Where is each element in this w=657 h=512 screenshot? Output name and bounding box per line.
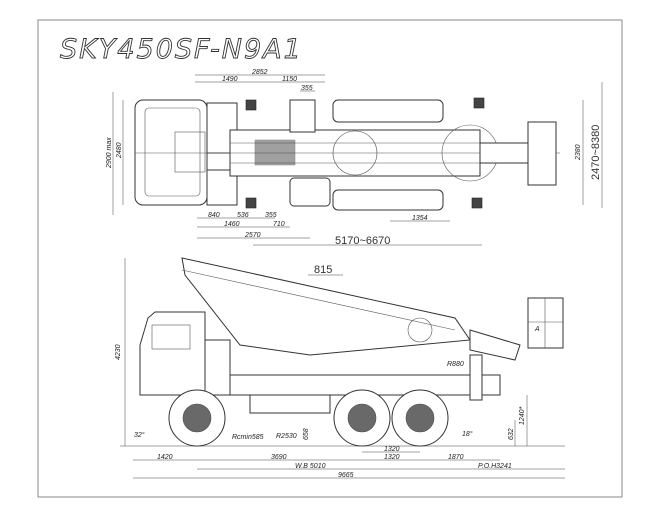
dim-outrigger-span: 5170~6670 [335, 235, 390, 247]
dim-1320: 1320 [384, 454, 400, 461]
dim-1490: 1490 [222, 76, 238, 83]
dim-3690: 3690 [271, 454, 287, 461]
dim-815: 815 [314, 264, 332, 276]
platform-top [527, 121, 557, 186]
dim-2852: 2852 [251, 69, 268, 76]
dim-angle-18: 18° [462, 430, 473, 438]
dim-r880: R880 [447, 361, 464, 368]
dim-wheelbase: W.B 5010 [295, 463, 326, 470]
dim-840: 840 [208, 212, 220, 219]
dim-658: 658 [303, 428, 310, 440]
dim-rcmin585: Rcmin585 [232, 434, 264, 441]
dim-1870: 1870 [448, 454, 464, 461]
dim-1420: 1420 [157, 454, 173, 461]
work-platform [527, 297, 564, 349]
dim-1320-upper: 1320 [384, 446, 400, 453]
dim-2480: 2480 [116, 142, 123, 159]
side-view: 815 4230 R880 32° Rcmin585 R2530 658 632… [115, 257, 565, 479]
dim-r2530: R2530 [276, 433, 297, 440]
top-view: 2852 1490 1150 355 2900 max 2480 840 536… [106, 69, 603, 247]
tank-top [332, 99, 444, 123]
dim-355-top: 355 [301, 85, 313, 92]
wheels [168, 389, 449, 447]
dim-536: 536 [237, 212, 249, 219]
dim-angle-32: 32° [134, 431, 145, 439]
outrigger-pad [245, 99, 257, 111]
outrigger-pad [471, 197, 483, 209]
dim-355-bottom: 355 [265, 212, 277, 219]
dim-2570: 2570 [244, 232, 261, 239]
sheet-border [37, 19, 623, 498]
cab-side [139, 311, 206, 396]
dim-4230: 4230 [115, 344, 122, 360]
dim-9665: 9665 [338, 472, 354, 479]
dim-710: 710 [273, 221, 285, 228]
dim-2380: 2380 [575, 144, 582, 161]
dim-1460: 1460 [224, 221, 240, 228]
dim-632: 632 [508, 428, 515, 440]
view-a-label: A [534, 326, 540, 333]
drawing-title: SKY450SF-N9A1 [60, 34, 303, 65]
dim-1150: 1150 [282, 76, 297, 83]
dim-1354: 1354 [412, 215, 428, 222]
dim-1240: 1240* [519, 406, 526, 425]
outrigger-pad [473, 97, 485, 109]
dim-rear-overhang: P.O.H3241 [478, 463, 512, 470]
outrigger-pad [245, 197, 257, 209]
cab-top [134, 99, 208, 206]
boom [181, 257, 471, 356]
dim-outrigger-width: 2470~8380 [590, 125, 602, 180]
dim-2900-max: 2900 max [106, 137, 113, 169]
